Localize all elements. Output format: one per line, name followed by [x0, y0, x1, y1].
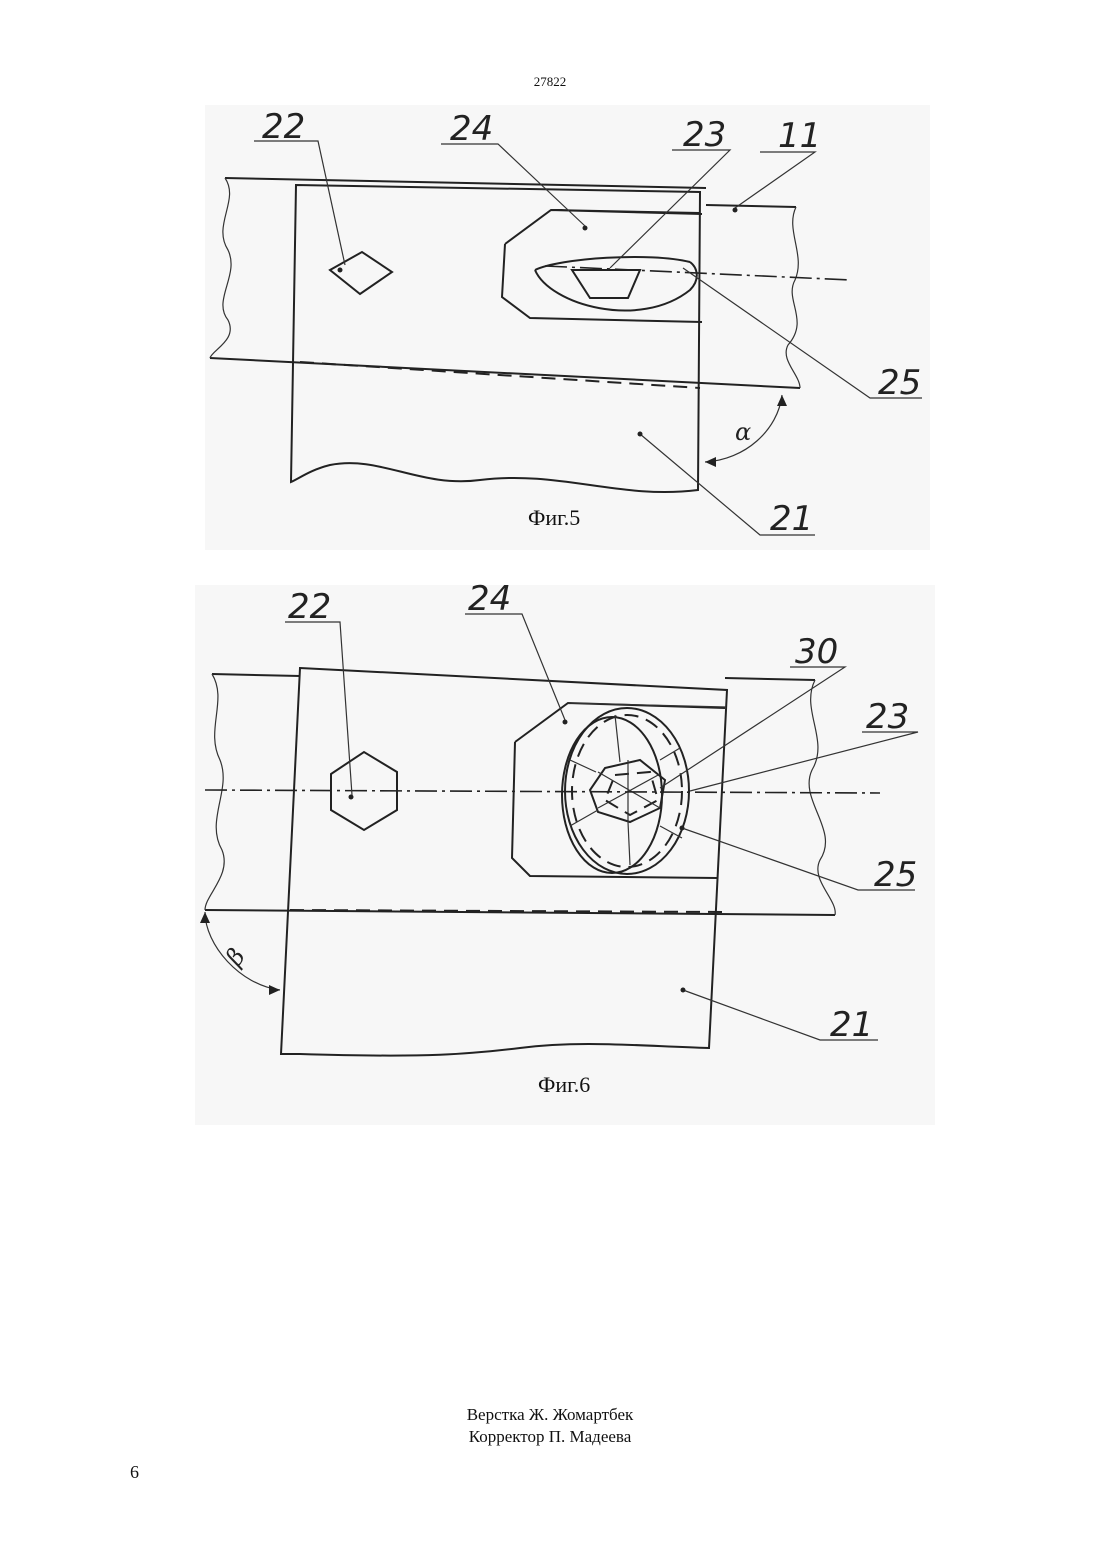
figure-5-caption: Фиг.5	[528, 505, 580, 531]
document-number: 27822	[0, 74, 1100, 90]
part-11-dot	[733, 208, 738, 213]
label-22: 22	[288, 587, 331, 627]
label-23: 23	[683, 115, 726, 155]
label-24: 24	[468, 579, 511, 619]
page-number: 6	[130, 1462, 139, 1483]
credit-layout: Верстка Ж. Жомартбек	[0, 1404, 1100, 1426]
figure-6-caption: Фиг.6	[538, 1072, 590, 1098]
figure-5: α 22 24 23 11 25 21 Фиг.5	[0, 100, 1100, 560]
angle-alpha: α	[735, 418, 751, 446]
part-21-dot	[638, 432, 643, 437]
part-22-dot	[349, 795, 354, 800]
credits: Верстка Ж. Жомартбек Корректор П. Мадеев…	[0, 1404, 1100, 1448]
label-11: 11	[778, 116, 821, 156]
label-23: 23	[866, 697, 909, 737]
label-21: 21	[830, 1005, 873, 1045]
figure-6-drawing: β 22 24 30 23 25 21	[0, 580, 1100, 1140]
label-25: 25	[878, 363, 921, 403]
part-21-dot	[681, 988, 686, 993]
label-30: 30	[795, 632, 838, 672]
part-24-dot	[563, 720, 568, 725]
label-25: 25	[874, 855, 917, 895]
credit-proofreader: Корректор П. Мадеева	[0, 1426, 1100, 1448]
label-21: 21	[770, 499, 813, 539]
scan-background	[205, 105, 930, 550]
part-22-dot	[338, 268, 343, 273]
label-24: 24	[450, 109, 493, 149]
figure-6: β 22 24 30 23 25 21 Фиг.6	[0, 580, 1100, 1140]
part-24-dot	[583, 226, 588, 231]
label-22: 22	[262, 107, 305, 147]
part-25-dot	[680, 826, 685, 831]
figure-5-drawing: α 22 24 23 11 25 21	[0, 100, 1100, 560]
